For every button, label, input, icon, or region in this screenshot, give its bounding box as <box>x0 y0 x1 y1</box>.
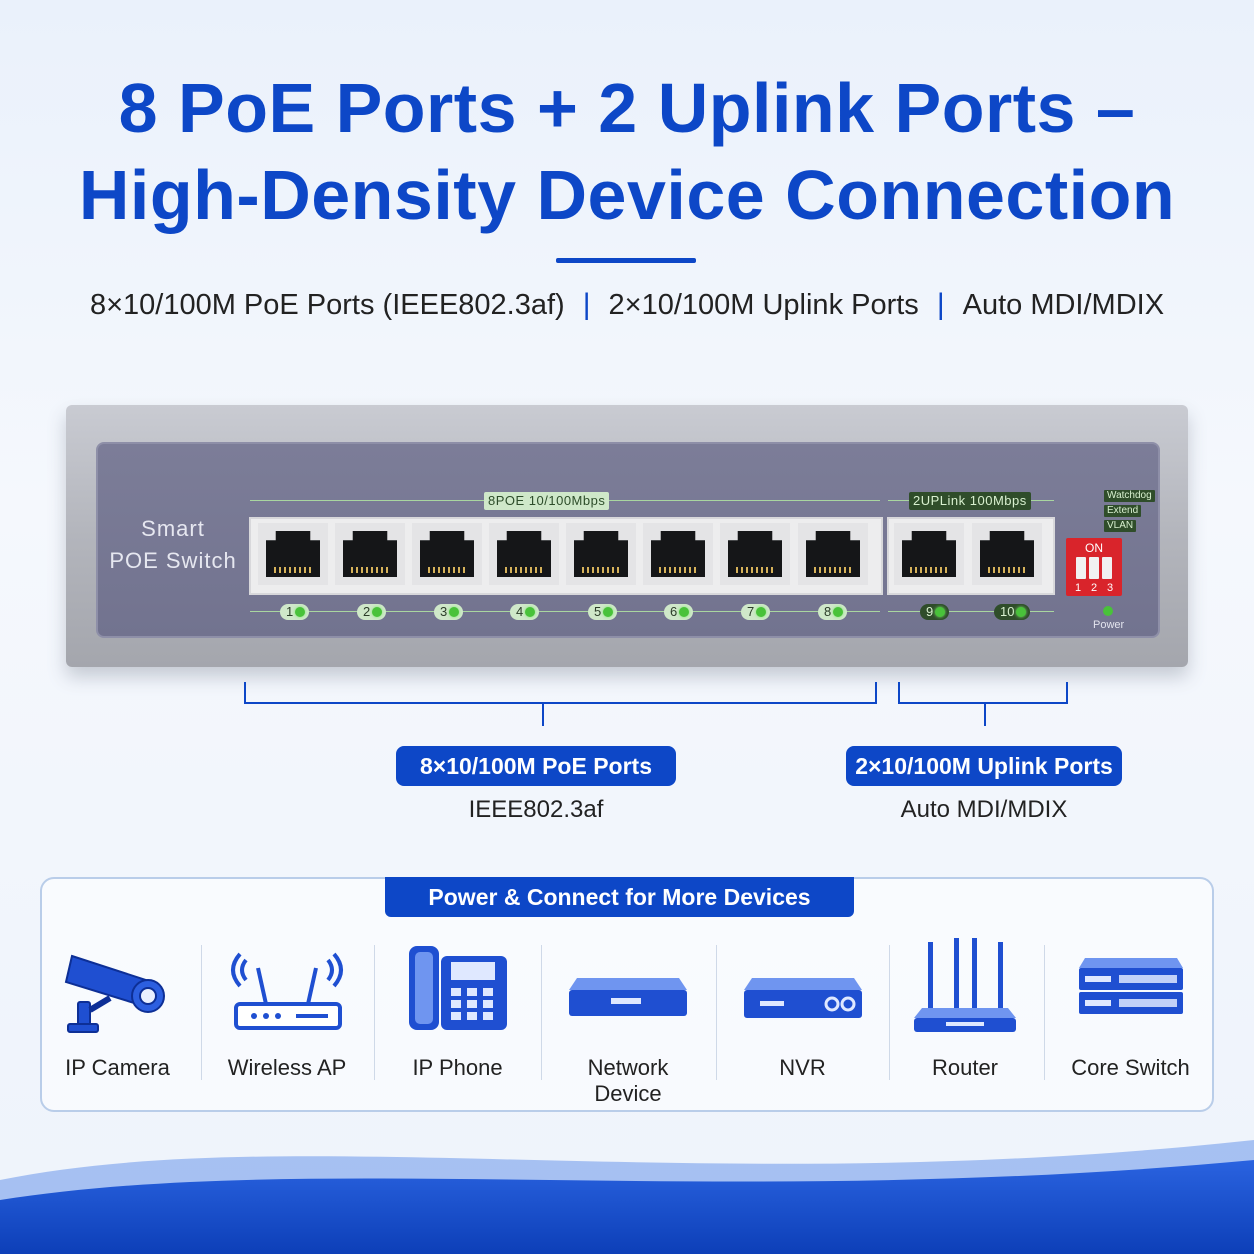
port-led <box>935 607 946 617</box>
uplink-bottom-line <box>888 611 1054 612</box>
uplink-group-label: 2UPLink 100Mbps <box>909 492 1031 510</box>
uplink-bracket <box>898 682 1068 704</box>
port-led <box>295 607 306 617</box>
rj45-port-7[interactable] <box>720 523 790 585</box>
dip-toggle-3[interactable] <box>1102 557 1112 579</box>
wireless-ap-icon <box>218 935 356 1040</box>
title-underline <box>556 258 696 263</box>
device-divider <box>889 945 890 1080</box>
devices-panel-title: Power & Connect for More Devices <box>385 877 854 917</box>
port-number-10: 10 <box>994 604 1031 620</box>
device-name: IP Phone <box>412 1055 503 1080</box>
port-led <box>449 607 460 617</box>
spec-item-mdix: Auto MDI/MDIX <box>962 288 1165 321</box>
spec-line: 8×10/100M PoE Ports (IEEE802.3af) | 2×10… <box>0 288 1254 322</box>
rj45-port-4[interactable] <box>489 523 559 585</box>
port-led <box>525 607 536 617</box>
uplink-callout-subtitle: Auto MDI/MDIX <box>900 796 1068 823</box>
ip-phone-icon <box>390 935 525 1040</box>
dip-label-extend: Extend <box>1104 505 1142 517</box>
port-number-4: 4 <box>510 604 540 620</box>
port-number-6: 6 <box>664 604 694 620</box>
core-switch-icon <box>1058 935 1203 1040</box>
poe-callout-title: 8×10/100M PoE Ports <box>396 746 676 786</box>
poe-group-label: 8POE 10/100Mbps <box>484 492 610 510</box>
rj45-port-1[interactable] <box>258 523 328 585</box>
device-name: IP Camera <box>65 1055 170 1080</box>
router-icon <box>900 935 1030 1040</box>
network-device-icon <box>553 935 703 1040</box>
port-number-8: 8 <box>818 604 848 620</box>
poe-bracket-stem <box>542 704 544 726</box>
rj45-port-5[interactable] <box>566 523 636 585</box>
port-number-9: 9 <box>920 604 950 620</box>
uplink-callout-title: 2×10/100M Uplink Ports <box>846 746 1122 786</box>
rj45-port-3[interactable] <box>412 523 482 585</box>
device-nvr: NVR <box>730 935 875 1095</box>
dip-toggle-2[interactable] <box>1089 557 1099 579</box>
device-wireless-ap: Wireless AP <box>218 935 356 1095</box>
port-led <box>679 607 690 617</box>
dip-label-watchdog: Watchdog <box>1104 490 1155 502</box>
port-led <box>372 607 383 617</box>
spec-item-poe: 8×10/100M PoE Ports (IEEE802.3af) <box>89 288 565 321</box>
dip-toggle-1[interactable] <box>1076 557 1086 579</box>
rj45-port-2[interactable] <box>335 523 405 585</box>
device-divider <box>541 945 542 1080</box>
device-divider <box>716 945 717 1080</box>
device-ip-phone: IP Phone <box>390 935 525 1095</box>
device-name: Wireless AP <box>227 1055 347 1080</box>
port-led <box>603 607 614 617</box>
device-divider <box>201 945 202 1080</box>
poe-callout-subtitle: IEEE802.3af <box>468 796 604 823</box>
headline-line1: 8 PoE Ports + 2 Uplink Ports – <box>118 69 1136 147</box>
device-name: Router <box>931 1055 999 1080</box>
port-number-2: 2 <box>357 604 387 620</box>
port-number-7: 7 <box>741 604 771 620</box>
ip-camera-icon <box>50 935 185 1040</box>
rj45-port-9[interactable] <box>894 523 964 585</box>
switch-brand-line1: Smart <box>141 516 205 541</box>
port-led <box>833 607 844 617</box>
device-name: NVR <box>779 1055 826 1080</box>
nvr-icon <box>730 935 875 1040</box>
decorative-wave <box>0 1140 1254 1254</box>
port-number-5: 5 <box>588 604 618 620</box>
poe-bracket <box>244 682 877 704</box>
port-led <box>1016 607 1027 617</box>
poe-bottom-line <box>250 611 880 612</box>
dip-on-label: ON <box>1085 541 1103 555</box>
rj45-port-6[interactable] <box>643 523 713 585</box>
uplink-bracket-stem <box>984 704 986 726</box>
device-divider <box>374 945 375 1080</box>
device-ip-camera: IP Camera <box>50 935 185 1095</box>
device-core-switch: Core Switch <box>1058 935 1203 1095</box>
rj45-port-10[interactable] <box>972 523 1042 585</box>
spec-item-uplink: 2×10/100M Uplink Ports <box>608 288 919 321</box>
port-number-3: 3 <box>434 604 464 620</box>
switch-brand-line2: POE Switch <box>109 548 237 573</box>
device-name: Core Switch <box>1071 1055 1190 1080</box>
power-label: Power <box>1093 619 1125 631</box>
spec-separator: | <box>936 288 945 321</box>
device-name: Network Device <box>587 1055 669 1106</box>
device-divider <box>1044 945 1045 1080</box>
headline-line2: High-Density Device Connection <box>78 156 1176 234</box>
power-led <box>1103 606 1113 616</box>
dip-label-vlan: VLAN <box>1104 520 1137 532</box>
port-number-1: 1 <box>280 604 310 620</box>
device-router: Router <box>900 935 1030 1095</box>
port-led <box>756 607 767 617</box>
rj45-port-8[interactable] <box>798 523 868 585</box>
device-network-device: Network Device <box>553 935 703 1106</box>
spec-separator: | <box>582 288 591 321</box>
